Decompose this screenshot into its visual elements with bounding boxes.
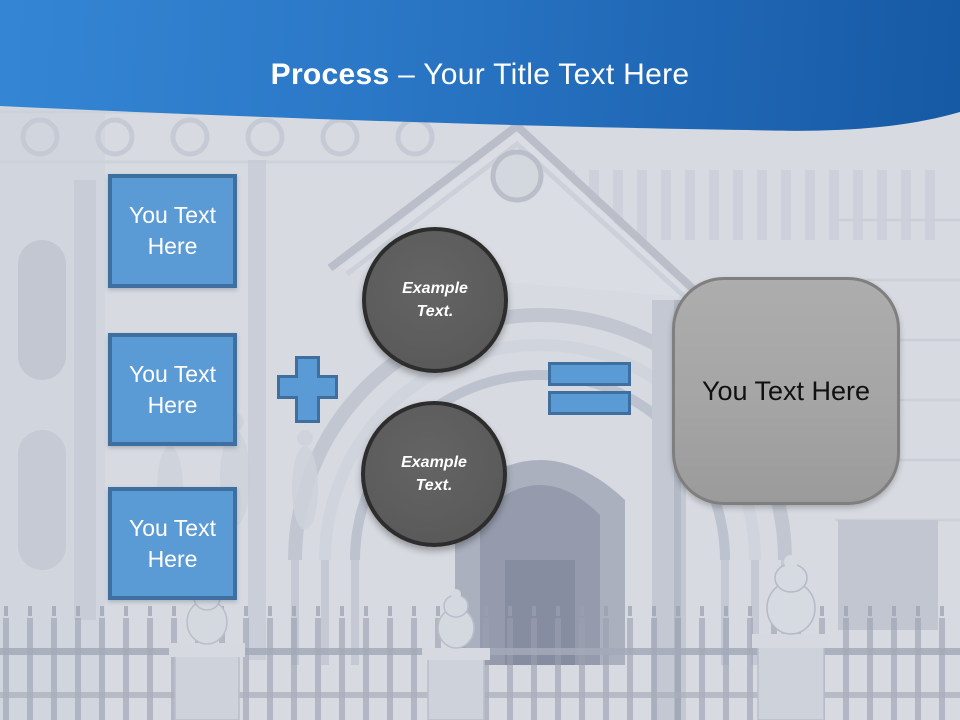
gate-post-middle (422, 589, 490, 720)
wall-shadow-patch (838, 520, 938, 630)
input-box-2-label: You Text Here (129, 360, 216, 418)
cornice-medallions (20, 117, 435, 157)
mid-pilaster (248, 160, 266, 660)
example-circle-1-label: Example Text. (402, 280, 468, 320)
right-pilaster-shadow (674, 300, 681, 720)
page-title[interactable]: Process – Your Title Text Here (0, 54, 960, 96)
example-circle-1[interactable]: Example Text. (362, 227, 508, 373)
result-box[interactable]: You Text Here (672, 277, 900, 505)
title-subtitle: – Your Title Text Here (389, 58, 690, 91)
result-box-label: You Text Here (701, 375, 871, 406)
gable-edge (327, 120, 708, 303)
input-box-3[interactable]: You Text Here (108, 487, 237, 600)
title-emphasis: Process (270, 58, 390, 91)
example-circle-2[interactable]: Example Text. (361, 401, 507, 547)
input-box-1[interactable]: You Text Here (108, 174, 237, 288)
input-box-1-label: You Text Here (129, 202, 216, 259)
gable-medallion (490, 149, 544, 203)
gate-post-right (752, 555, 830, 720)
input-box-2[interactable]: You Text Here (108, 333, 237, 446)
left-groove (74, 180, 96, 620)
left-niche (18, 430, 66, 570)
gable-inner-edge (345, 140, 688, 300)
portal-door (505, 560, 575, 665)
plus-icon[interactable] (277, 356, 338, 423)
left-niche (18, 240, 66, 380)
equals-icon[interactable] (548, 362, 632, 415)
example-circle-2-label: Example Text. (401, 454, 467, 494)
input-box-3-label: You Text Here (129, 514, 216, 572)
